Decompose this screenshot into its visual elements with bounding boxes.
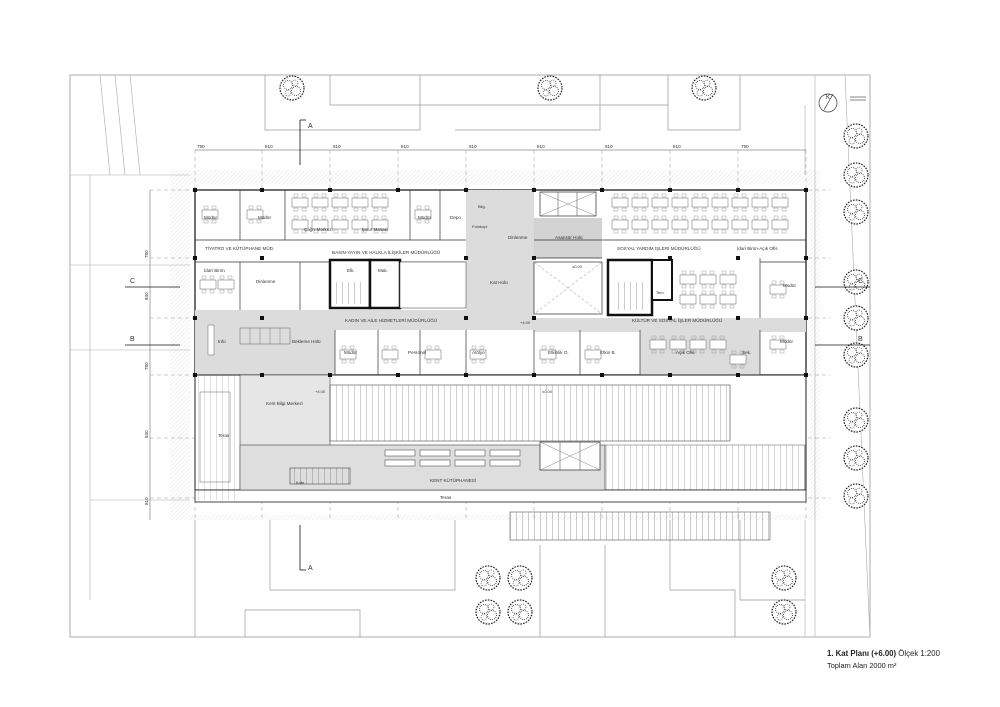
dept-kultur: KÜLTÜR VE SOSYAL İŞLER MÜDÜRLÜĞÜ xyxy=(632,317,722,323)
room-sek: Sek. xyxy=(742,350,751,355)
svg-text:790: 790 xyxy=(741,144,749,149)
section-markers xyxy=(125,119,870,571)
room-etkinlik-b: Etkin B. xyxy=(600,350,616,355)
plan-title: 1. Kat Planı (+6.00) xyxy=(827,649,897,658)
room-mudur-1: Müdür xyxy=(204,215,217,220)
plan-scale: Ölçek 1:200 xyxy=(898,649,940,658)
furniture xyxy=(199,193,789,483)
room-asansor: Asansör Holü xyxy=(555,235,583,240)
room-kafe: Kafe xyxy=(296,480,305,485)
room-atolye: Atölye xyxy=(472,350,485,355)
room-info: Info xyxy=(218,339,226,344)
svg-text:780: 780 xyxy=(144,250,149,258)
room-mak: Mak. xyxy=(378,268,388,273)
room-bekleme: Bekleme Holü xyxy=(292,339,321,344)
svg-text:C: C xyxy=(858,278,863,285)
dimension-top: 790 810 810 810 810 810 810 810 790 xyxy=(197,144,749,149)
svg-text:+4.00: +4.00 xyxy=(315,389,326,394)
room-ipsur: İpsur Masası xyxy=(362,226,388,232)
svg-text:±0.00: ±0.00 xyxy=(572,264,583,269)
plan-caption: 1. Kat Planı (+6.00) Ölçek 1:200 Toplam … xyxy=(827,649,997,670)
svg-text:810: 810 xyxy=(537,144,545,149)
svg-text:A: A xyxy=(308,123,313,130)
stair-cores xyxy=(328,191,673,471)
room-teras-2: Teras xyxy=(440,495,452,500)
section-labels: A A C B C B xyxy=(130,123,863,572)
svg-text:B: B xyxy=(130,336,135,343)
svg-text:810: 810 xyxy=(673,144,681,149)
svg-text:B: B xyxy=(858,336,863,343)
svg-text:810: 810 xyxy=(265,144,273,149)
room-acik-ofis: Açık Ofis xyxy=(676,350,695,355)
north-label: K xyxy=(826,95,830,101)
room-elk: Elk. xyxy=(347,268,355,273)
dept-kadin: KADIN VE AİLE HİZMETLERİ MÜDÜRLÜĞÜ xyxy=(345,317,437,323)
room-cagri: Çağrı Merkezi xyxy=(304,227,333,232)
room-personel: Personel xyxy=(408,350,426,355)
room-fotokopi: Fotokopi xyxy=(472,224,487,229)
room-etkinlik: Etkinlik O. xyxy=(548,350,569,355)
svg-text:810: 810 xyxy=(605,144,613,149)
room-mudur-3: Müdür xyxy=(418,215,431,220)
svg-text:840: 840 xyxy=(144,292,149,300)
room-labels: Müdür Müdür Çağrı Merkezi İpsur Masası M… xyxy=(204,204,796,500)
svg-text:A: A xyxy=(308,565,313,572)
level-marks: ±0.00 +4.00 +4.00 ±0.00 xyxy=(315,264,583,394)
svg-text:780: 780 xyxy=(144,362,149,370)
room-tem: Tem. xyxy=(656,290,665,295)
svg-text:790: 790 xyxy=(197,144,205,149)
room-mudur-6: Müdür xyxy=(780,339,793,344)
room-kent-bilgi: Kent Bilgi Merkezi xyxy=(266,401,303,406)
svg-text:810: 810 xyxy=(469,144,477,149)
room-dinlenme-1: Dinlenme xyxy=(508,235,528,240)
room-mudur-2: Müdür xyxy=(258,215,271,220)
svg-text:810: 810 xyxy=(144,497,149,505)
room-dinlenme-2: Dinlenme xyxy=(256,279,276,284)
north-arrow-icon xyxy=(818,93,866,113)
svg-text:840: 840 xyxy=(144,430,149,438)
dimension-left: 780 840 780 840 810 xyxy=(144,250,149,505)
room-idari-acik: İdari Birim-Açık Ofis xyxy=(737,245,778,251)
room-mudur-4: Müdür xyxy=(783,283,796,288)
dept-kent-kutuphane: KENT KÜTÜPHANESİ xyxy=(430,477,476,483)
svg-text:810: 810 xyxy=(401,144,409,149)
room-teras-1: Teras xyxy=(218,433,230,438)
dimension-lines xyxy=(149,149,806,520)
room-kat-holu: Kat Holü xyxy=(490,280,508,285)
dept-basin: BASIN-YAYIN VE HALKLA İLİŞKİLER MÜDÜRLÜĞ… xyxy=(332,249,440,255)
room-depo: Depo xyxy=(450,215,461,220)
plan-area: Toplam Alan 2000 m² xyxy=(827,661,897,670)
dept-tiyatro: TİYATRO VE KÜTÜPHANE MÜD. xyxy=(205,245,274,251)
svg-text:810: 810 xyxy=(333,144,341,149)
dept-sosyal: SOSYAL YARDIM İŞLERİ MÜDÜRLÜĞÜ xyxy=(617,245,701,251)
room-bilg: Bilg. xyxy=(478,204,486,209)
room-mudur-5: Müdür xyxy=(344,350,357,355)
plan-title-line: 1. Kat Planı (+6.00) Ölçek 1:200 xyxy=(827,649,997,658)
columns xyxy=(193,188,808,377)
svg-text:±0.00: ±0.00 xyxy=(542,389,553,394)
atrium-void xyxy=(289,384,806,541)
svg-text:+4.00: +4.00 xyxy=(520,320,531,325)
svg-text:C: C xyxy=(130,278,135,285)
room-idari: İdari Birim xyxy=(204,267,225,273)
